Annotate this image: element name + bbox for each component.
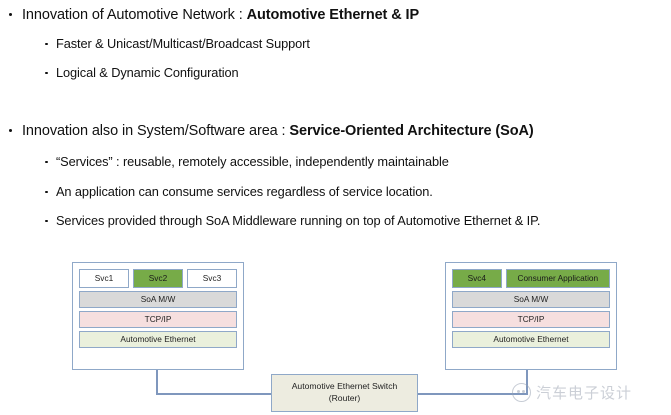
service-box-svc1[interactable]: Svc1 bbox=[79, 269, 129, 288]
switch-label-line1: Automotive Ethernet Switch bbox=[291, 381, 398, 392]
watermark-text: 汽车电子设计 bbox=[536, 384, 633, 402]
bullet-text: Logical & Dynamic Configuration bbox=[56, 65, 239, 80]
service-box-consumer-application[interactable]: Consumer Application bbox=[505, 269, 610, 288]
bullet-level2-services-definition: “Services” : reusable, remotely accessib… bbox=[0, 154, 449, 169]
bullet-text: Innovation also in System/Software area … bbox=[22, 123, 290, 139]
bullet-level2-application-consume: An application can consume services rega… bbox=[0, 184, 433, 199]
layer-box-soa-mw[interactable]: SoA M/W bbox=[452, 291, 610, 308]
layer-box-tcpip[interactable]: TCP/IP bbox=[452, 311, 610, 328]
bullet-dot-icon bbox=[9, 12, 12, 16]
watermark: 汽车电子设计 bbox=[512, 382, 632, 403]
bullet-text: An application can consume services rega… bbox=[56, 184, 433, 199]
layer-box-automotive-ethernet[interactable]: Automotive Ethernet bbox=[452, 331, 610, 348]
wechat-circle-logo-icon bbox=[512, 383, 531, 402]
bullet-dot-icon bbox=[9, 128, 12, 132]
left-service-row: Svc1 Svc2 Svc3 bbox=[79, 269, 237, 288]
bullet-level2-logical-dynamic: Logical & Dynamic Configuration bbox=[0, 65, 239, 80]
link-right-node-vertical bbox=[526, 369, 528, 395]
bullet-level1-innovation-network: Innovation of Automotive Network : Autom… bbox=[0, 8, 419, 23]
service-box-svc4[interactable]: Svc4 bbox=[452, 269, 502, 288]
bullet-text: Services provided through SoA Middleware… bbox=[56, 213, 541, 228]
bullet-level2-services-middleware: Services provided through SoA Middleware… bbox=[0, 213, 541, 228]
bullet-dot-icon bbox=[45, 160, 48, 164]
left-ecu-node[interactable]: Svc1 Svc2 Svc3 SoA M/W TCP/IP Automotive… bbox=[72, 262, 244, 370]
link-left-node-vertical bbox=[156, 369, 158, 395]
layer-box-soa-mw[interactable]: SoA M/W bbox=[79, 291, 237, 308]
bullet-dot-icon bbox=[45, 42, 48, 46]
bullet-level1-innovation-soa: Innovation also in System/Software area … bbox=[0, 124, 534, 139]
service-box-svc3[interactable]: Svc3 bbox=[187, 269, 237, 288]
bullet-level2-faster-unicast: Faster & Unicast/Multicast/Broadcast Sup… bbox=[0, 36, 310, 51]
bullet-text: “Services” : reusable, remotely accessib… bbox=[56, 154, 449, 169]
switch-label-line2: (Router) bbox=[328, 393, 361, 403]
bullet-dot-icon bbox=[45, 219, 48, 223]
link-left-node-horizontal bbox=[156, 393, 272, 395]
service-box-svc2[interactable]: Svc2 bbox=[133, 269, 183, 288]
bullet-text: Innovation of Automotive Network : bbox=[22, 7, 247, 23]
right-ecu-node[interactable]: Svc4 Consumer Application SoA M/W TCP/IP… bbox=[445, 262, 617, 370]
layer-box-tcpip[interactable]: TCP/IP bbox=[79, 311, 237, 328]
link-right-node-horizontal bbox=[417, 393, 528, 395]
bullet-dot-icon bbox=[45, 190, 48, 194]
layer-box-automotive-ethernet[interactable]: Automotive Ethernet bbox=[79, 331, 237, 348]
bullet-text-bold: Service-Oriented Architecture (SoA) bbox=[289, 123, 534, 139]
bullet-text-bold: Automotive Ethernet & IP bbox=[246, 7, 420, 23]
bullet-dot-icon bbox=[45, 71, 48, 75]
automotive-ethernet-switch-box[interactable]: Automotive Ethernet Switch (Router) bbox=[271, 374, 418, 412]
right-service-row: Svc4 Consumer Application bbox=[452, 269, 610, 288]
bullet-text: Faster & Unicast/Multicast/Broadcast Sup… bbox=[56, 36, 310, 51]
